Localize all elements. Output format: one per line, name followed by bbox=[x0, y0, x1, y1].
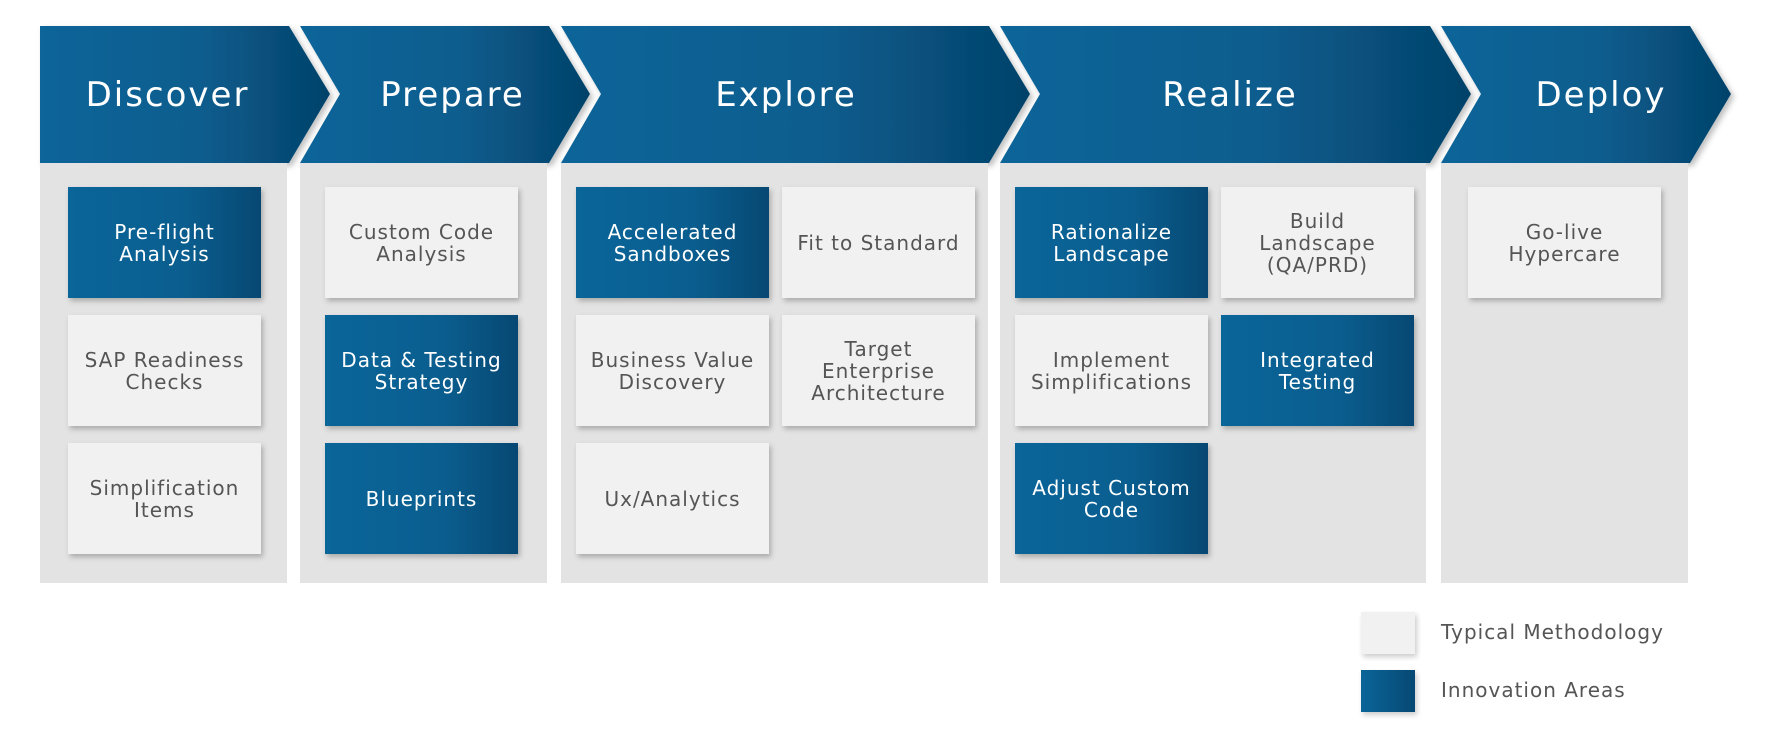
phase-title-explore: Explore bbox=[715, 74, 857, 115]
box-ux-analytics: Ux/Analytics bbox=[576, 443, 769, 554]
box-pre-flight-analysis: Pre-flight Analysis bbox=[68, 187, 261, 298]
arrow-prepare bbox=[300, 26, 590, 163]
box-blueprints: Blueprints bbox=[325, 443, 518, 554]
box-simplification-items: Simplification Items bbox=[68, 443, 261, 554]
box-integrated-testing: Integrated Testing bbox=[1221, 315, 1414, 426]
box-business-value-discovery: Business Value Discovery bbox=[576, 315, 769, 426]
box-go-live-hypercare: Go-live Hypercare bbox=[1468, 187, 1661, 298]
phase-title-realize: Realize bbox=[1162, 74, 1298, 115]
box-accelerated-sandboxes: Accelerated Sandboxes bbox=[576, 187, 769, 298]
box-adjust-custom-code: Adjust Custom Code bbox=[1015, 443, 1208, 554]
arrow-realize bbox=[1000, 26, 1471, 163]
box-fit-to-standard: Fit to Standard bbox=[782, 187, 975, 298]
box-build-landscape: Build Landscape (QA/PRD) bbox=[1221, 187, 1414, 298]
legend-swatch-innovation bbox=[1361, 670, 1415, 712]
phase-title-prepare: Prepare bbox=[380, 74, 525, 115]
arrow-deploy bbox=[1441, 26, 1731, 163]
legend-label-typical: Typical Methodology bbox=[1441, 620, 1664, 644]
box-custom-code-analysis: Custom Code Analysis bbox=[325, 187, 518, 298]
box-implement-simplifications: Implement Simplifications bbox=[1015, 315, 1208, 426]
legend-label-innovation: Innovation Areas bbox=[1441, 678, 1626, 702]
phase-title-discover: Discover bbox=[85, 74, 250, 115]
box-rationalize-landscape: Rationalize Landscape bbox=[1015, 187, 1208, 298]
box-target-enterprise-architecture: Target Enterprise Architecture bbox=[782, 315, 975, 426]
legend-swatch-typical bbox=[1361, 612, 1415, 654]
box-sap-readiness-checks: SAP Readiness Checks bbox=[68, 315, 261, 426]
box-data-testing-strategy: Data & Testing Strategy bbox=[325, 315, 518, 426]
arrow-explore bbox=[561, 26, 1030, 163]
phase-title-deploy: Deploy bbox=[1535, 74, 1667, 115]
arrow-discover bbox=[40, 26, 330, 163]
